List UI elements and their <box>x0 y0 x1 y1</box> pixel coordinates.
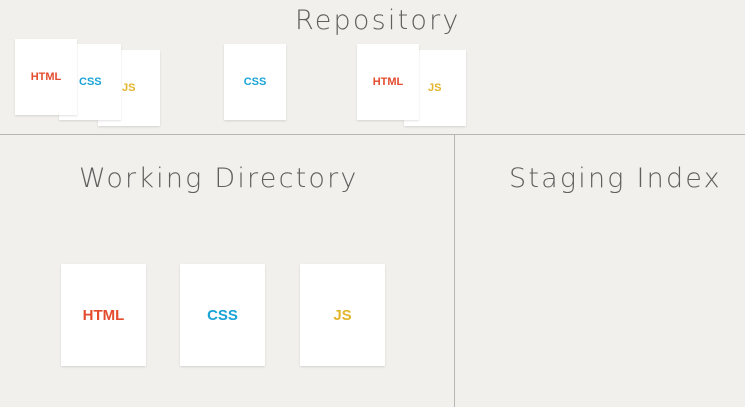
file-label-js: JS <box>122 82 136 94</box>
file-label-css: CSS <box>207 306 238 324</box>
working-file-card-css: CSS <box>180 264 265 366</box>
vertical-divider <box>454 135 455 407</box>
repo-file-card-css: CSS <box>224 44 286 120</box>
repo-file-card-html: HTML <box>357 44 419 120</box>
file-label-js: JS <box>333 306 352 324</box>
file-label-css: CSS <box>243 76 267 88</box>
working-directory-title: Working Directory <box>79 163 359 194</box>
file-label-html: HTML <box>30 71 62 83</box>
file-label-css: CSS <box>79 76 102 88</box>
file-label-html: HTML <box>372 76 404 88</box>
staging-index-title: Staging Index <box>509 163 722 194</box>
horizontal-divider <box>0 134 745 135</box>
working-file-card-html: HTML <box>61 264 146 366</box>
repository-title: Repository <box>295 5 461 36</box>
file-label-js: JS <box>428 82 442 94</box>
file-label-html: HTML <box>82 306 125 324</box>
working-file-card-js: JS <box>300 264 385 366</box>
repo-file-card-html: HTML <box>15 39 77 115</box>
